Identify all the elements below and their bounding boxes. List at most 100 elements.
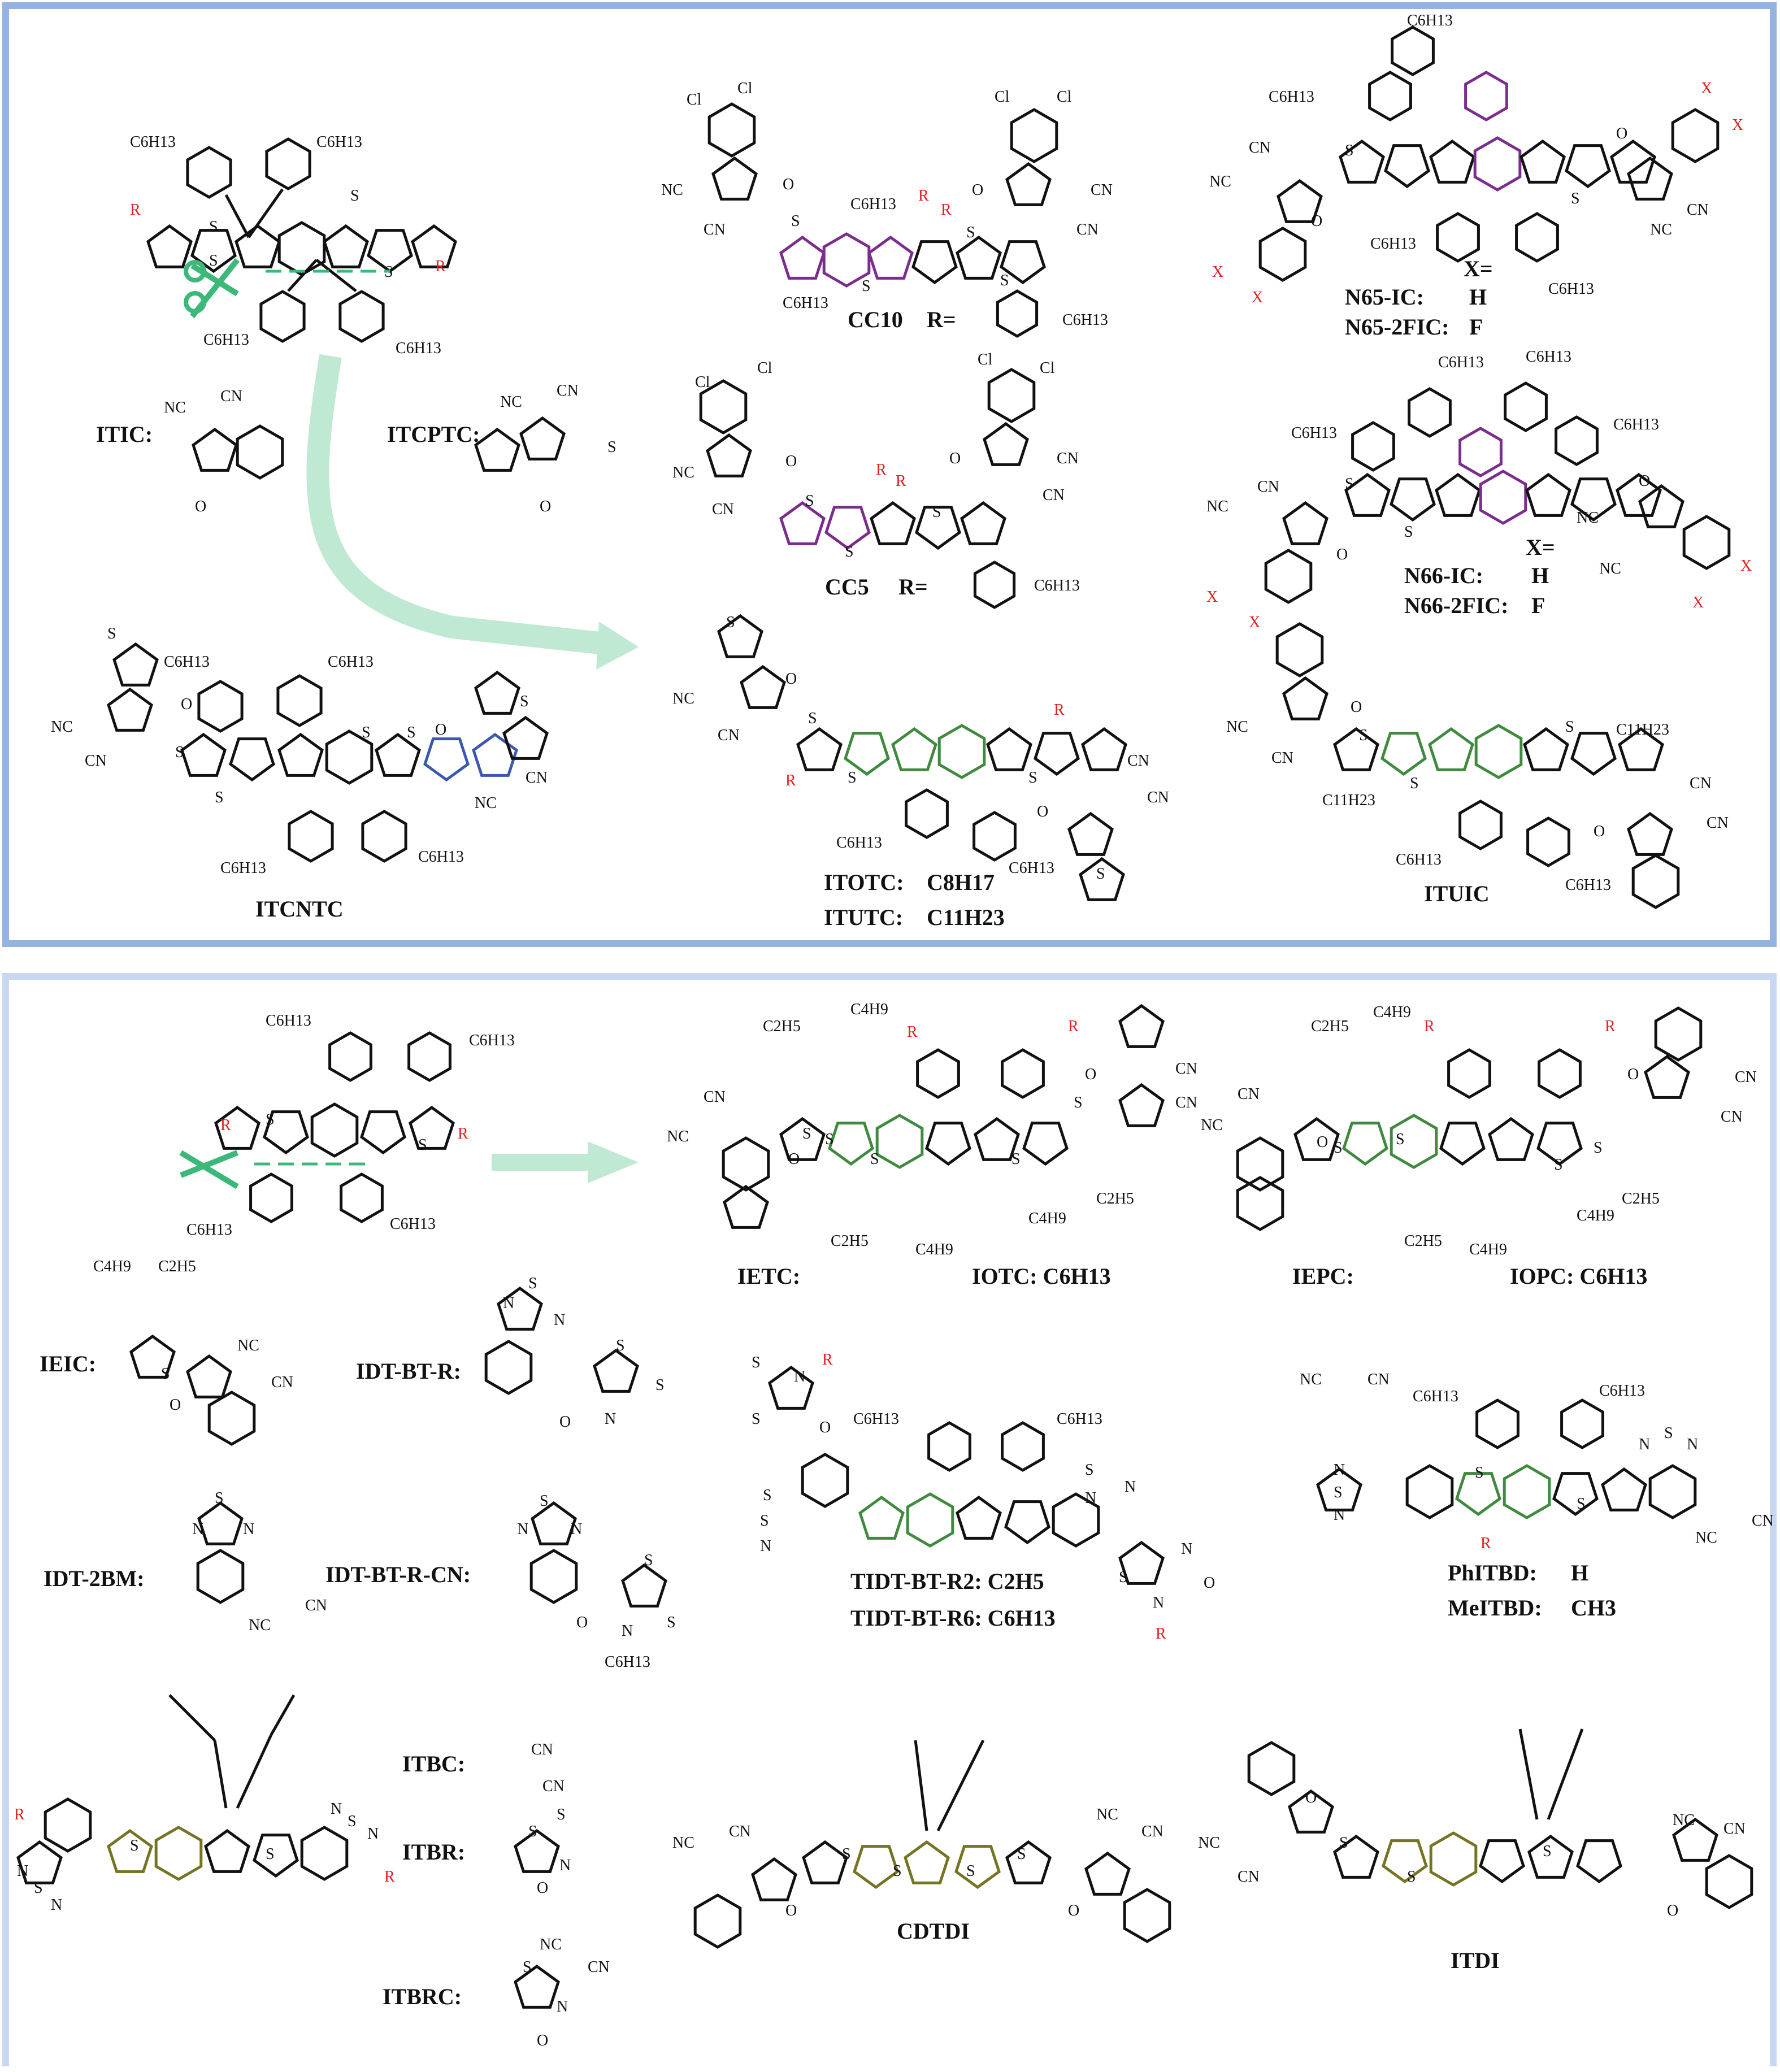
pentagon-ring (375, 732, 421, 777)
arrow-icon (306, 354, 612, 655)
atom-label: C6H13 (186, 1221, 232, 1239)
atom-label: C4H9 (1469, 1241, 1507, 1258)
pentagon-ring (1339, 139, 1385, 184)
pentagon-ring (779, 501, 826, 545)
atom-label: CN (85, 752, 107, 770)
atom-label: X (1740, 557, 1752, 575)
atom-label: CN (1091, 181, 1113, 199)
atom-label: S (1074, 1094, 1083, 1111)
pentagon-ring (1525, 472, 1571, 517)
pentagon-ring (235, 224, 281, 268)
atom-label: R (1068, 1018, 1079, 1035)
atom-label: S (215, 1489, 224, 1507)
pentagon-ring (146, 224, 193, 268)
atom-label: S (1345, 142, 1354, 159)
atom-label: O (1594, 823, 1605, 840)
hexagon-ring (875, 1114, 924, 1169)
label-itbr: ITBR: (402, 1839, 466, 1865)
label-idt-bt-r-cn: IDT-BT-R-CN: (325, 1562, 471, 1587)
atom-label: S (808, 710, 817, 727)
label-n66-ic-x: H (1531, 563, 1549, 588)
atom-label: C6H13 (220, 859, 266, 877)
atom-label: CN (1076, 221, 1099, 238)
atom-label: NC (1198, 1834, 1220, 1852)
label-n65-ic-x: H (1469, 284, 1487, 310)
atom-label: O (1204, 1574, 1215, 1592)
scissors-icon (190, 258, 240, 319)
pentagon-ring (593, 1348, 639, 1393)
atom-label: N (1639, 1436, 1650, 1453)
label-n65-x: X= (1464, 256, 1493, 281)
pentagon-ring (197, 1501, 244, 1545)
atom-label: S (726, 614, 735, 631)
atom-label: N (51, 1896, 62, 1914)
atom-label: O (170, 1396, 181, 1414)
atom-label: S (1410, 775, 1419, 792)
atom-label: S (266, 1845, 275, 1863)
atom-label: C6H13 (1291, 424, 1337, 442)
atom-label: S (1085, 1461, 1094, 1479)
pentagon-ring (192, 427, 238, 472)
pentagon-ring (1282, 501, 1329, 545)
atom-label: C4H9 (915, 1241, 953, 1258)
atom-label: S (1543, 1843, 1552, 1860)
atom-label: S (1096, 865, 1105, 883)
atom-label: NC (667, 1128, 689, 1145)
atom-label: S (209, 218, 218, 236)
hexagon-ring (1515, 212, 1559, 263)
hexagon-ring (1555, 415, 1599, 466)
atom-label: S (34, 1879, 43, 1897)
atom-label: NC (1096, 1806, 1118, 1823)
atom-label: C6H13 (853, 1410, 899, 1428)
bond (914, 1740, 928, 1831)
atom-label: C6H13 (1396, 851, 1442, 868)
pentagon-ring (1380, 732, 1427, 776)
atom-label: S (557, 1806, 566, 1823)
pentagon-ring (779, 1117, 826, 1161)
pentagon-ring (214, 1105, 261, 1150)
atom-label: NC (672, 1834, 694, 1852)
atom-label: C6H13 (469, 1032, 515, 1049)
arrow-icon (492, 1154, 588, 1171)
label-itbrc: ITBRC: (383, 1984, 462, 2009)
atom-label: S (407, 724, 416, 741)
atom-label: N (517, 1521, 528, 1538)
bond (315, 259, 357, 292)
atom-label: S (540, 1492, 549, 1510)
atom-label: X (1252, 289, 1263, 306)
hexagon-ring (310, 1102, 359, 1158)
pentagon-ring (824, 506, 871, 550)
hexagon-ring (1368, 71, 1412, 121)
atom-label: R (220, 1117, 231, 1134)
atom-label: S (161, 1365, 170, 1383)
atom-label: C6H13 (164, 653, 210, 671)
pentagon-ring (740, 664, 786, 709)
pentagon-ring (1536, 1122, 1583, 1166)
atom-label: S (667, 1614, 676, 1631)
atom-label: C2H5 (763, 1018, 801, 1035)
pentagon-ring (204, 1828, 250, 1873)
pentagon-ring (1479, 1839, 1525, 1884)
hexagon-ring (1474, 724, 1523, 779)
atom-label: NC (672, 690, 694, 707)
atom-label: X (1692, 594, 1704, 611)
bond (270, 1694, 296, 1736)
atom-label: CN (718, 727, 740, 744)
pentagon-ring (1034, 732, 1080, 776)
hexagon-ring (154, 1826, 203, 1881)
atom-label: O (576, 1614, 588, 1631)
atom-label: S (1028, 769, 1037, 787)
hexagon-ring (361, 810, 407, 863)
atom-label: X (1206, 588, 1218, 606)
pentagon-ring (1342, 1122, 1388, 1166)
atom-label: O (559, 1413, 571, 1431)
bond (247, 188, 284, 238)
pentagon-ring (1004, 1500, 1050, 1545)
atom-label: NC (1599, 560, 1621, 577)
atom-label: O (181, 696, 192, 713)
atom-label: C11H23 (1616, 721, 1669, 739)
atom-label: C4H9 (1028, 1210, 1066, 1227)
pentagon-ring (1601, 1467, 1647, 1511)
bond (1518, 1728, 1539, 1820)
atom-label: S (791, 212, 800, 230)
